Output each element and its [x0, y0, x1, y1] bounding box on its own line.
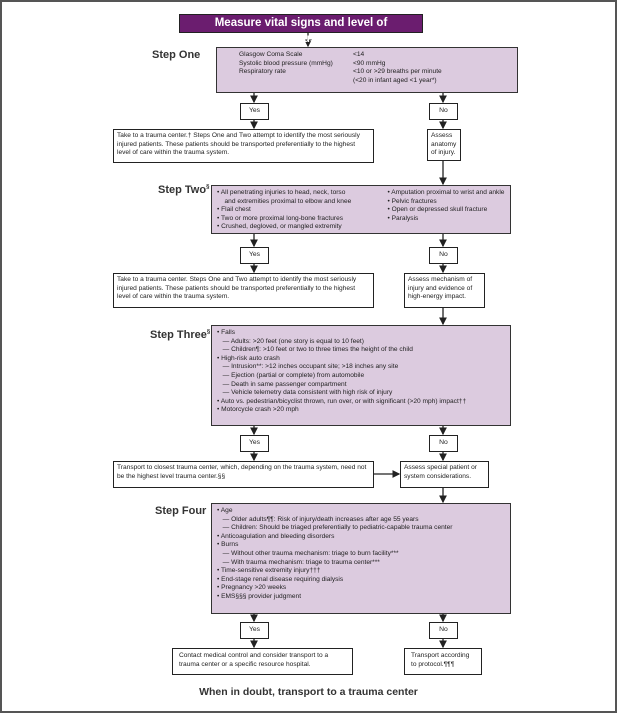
step-three-label-text: Step Three: [150, 329, 207, 341]
criteria-item: • Two or more proximal long-bone fractur…: [217, 214, 344, 222]
step-four-yes: Yes: [240, 622, 269, 639]
step-two-footnote: §: [206, 184, 210, 191]
criteria-name: Systolic blood pressure (mmHg): [239, 59, 333, 67]
criteria-item: — Older adults¶¶: Risk of injury/death i…: [219, 515, 419, 523]
criteria-row: Respiratory rate <10 or >29 breaths per m…: [239, 68, 512, 77]
criteria-item: • End-stage renal disease requiring dial…: [217, 575, 344, 583]
criteria-item: • Flail chest: [217, 206, 251, 214]
step-four-no-result: Transport according to protocol.¶¶¶: [404, 648, 482, 675]
step-three-no: No: [429, 435, 458, 452]
criteria-row: Systolic blood pressure (mmHg) <90 mmHg: [239, 60, 512, 69]
criteria-item: • Pelvic fractures: [387, 197, 437, 205]
criteria-row: (<20 in infant aged <1 year*): [239, 77, 512, 86]
footer-note: When in doubt, transport to a trauma cen…: [199, 686, 418, 698]
criteria-item: • Burns: [217, 541, 239, 549]
step-four-label: Step Four: [155, 505, 207, 517]
criteria-item: • Open or depressed skull fracture: [387, 206, 488, 214]
criteria-item: • Paralysis: [387, 214, 419, 222]
step-three-label: Step Three§: [150, 329, 210, 341]
criteria-item: • Age: [217, 507, 233, 514]
criteria-value: <10 or >29 breaths per minute: [353, 68, 442, 76]
criteria-row: Glasgow Coma Scale <14: [239, 51, 512, 60]
step-three-yes-result: Transport to closest trauma center, whic…: [113, 461, 374, 488]
criteria-item: — Death in same passenger compartment: [219, 380, 347, 388]
criteria-item: and extremities proximal to elbow and kn…: [219, 197, 352, 205]
criteria-item: • Motorcycle crash >20 mph: [217, 406, 299, 414]
criteria-item: — Intrusion**: >12 inches occupant site;…: [219, 363, 399, 371]
step-two-no: No: [429, 247, 458, 264]
criteria-item: • EMS§§§ provider judgment: [217, 592, 302, 600]
step-two-no-result: Assess mechanism of injury and evidence …: [404, 273, 485, 308]
step-three-footnote: §: [206, 329, 211, 336]
criteria-name: Glasgow Coma Scale: [239, 51, 303, 58]
step-two-yes-result: Take to a trauma center. Steps One and T…: [113, 273, 374, 308]
criteria-item: — Without other trauma mechanism: triage…: [219, 549, 399, 557]
step-one-yes: Yes: [240, 103, 269, 120]
step-three-yes: Yes: [240, 435, 269, 452]
criteria-item: — Adults: >20 feet (one story is equal t…: [219, 337, 364, 345]
criteria-value: <90 mmHg: [353, 59, 386, 67]
criteria-item: — With trauma mechanism: triage to traum…: [219, 558, 380, 566]
criteria-item: — Ejection (partial or complete) from au…: [219, 371, 365, 379]
criteria-item: • Pregnancy >20 weeks: [217, 584, 287, 592]
criteria-item: • All penetrating injuries to head, neck…: [217, 189, 346, 196]
step-two-yes: Yes: [240, 247, 269, 264]
start-box: Measure vital signs and level of conscio…: [179, 14, 423, 45]
criteria-name: [239, 77, 353, 86]
step-three-no-result: Assess special patient or system conside…: [400, 461, 489, 488]
step-three-criteria: • Falls — Adults: >20 feet (one story is…: [211, 325, 511, 426]
step-four-no: No: [429, 622, 458, 639]
criteria-name: Respiratory rate: [239, 68, 286, 76]
step-four-criteria: • Age — Older adults¶¶: Risk of injury/d…: [211, 503, 511, 614]
step-two-criteria: • All penetrating injuries to head, neck…: [211, 185, 511, 234]
criteria-item: • Falls: [217, 329, 236, 336]
criteria-item: • Anticoagulation and bleeding disorders: [217, 532, 335, 540]
criteria-item: — Children¶: >10 feet or two to three ti…: [219, 346, 413, 354]
criteria-item: • High-risk auto crash: [217, 354, 280, 362]
criteria-item: • Auto vs. pedestrian/bicyclist thrown, …: [217, 397, 467, 405]
criteria-value: (<20 in infant aged <1 year*): [353, 76, 437, 84]
step-one-no: No: [429, 103, 458, 120]
step-two-label: Step Two§: [158, 184, 209, 196]
step-one-yes-result: Take to a trauma center.† Steps One and …: [113, 129, 374, 163]
step-one-no-result: Assess anatomy of injury.: [427, 129, 461, 161]
criteria-value: <14: [353, 51, 365, 58]
step-one-label: Step One: [152, 49, 201, 61]
criteria-item: • Amputation proximal to wrist and ankle: [387, 189, 505, 196]
criteria-item: — Children: Should be triaged preferenti…: [219, 524, 453, 532]
criteria-item: • Time-sensitive extremity injury†††: [217, 567, 321, 575]
step-four-yes-result: Contact medical control and consider tra…: [172, 648, 353, 675]
criteria-item: • Crushed, degloved, or mangled extremit…: [217, 223, 342, 231]
step-two-label-text: Step Two: [158, 184, 207, 196]
criteria-item: — Vehicle telemetry data consistent with…: [219, 389, 393, 397]
